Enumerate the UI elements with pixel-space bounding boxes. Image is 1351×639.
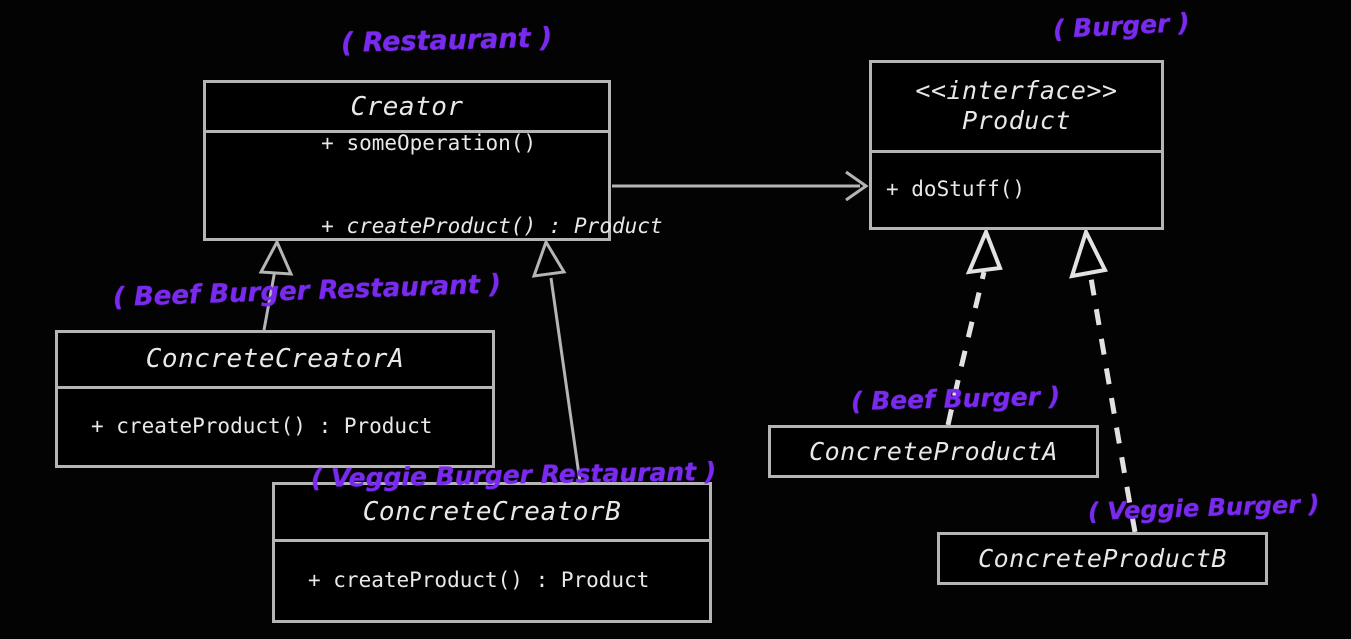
class-members-concrete-creator-a: + createProduct() : Product xyxy=(58,389,492,465)
member-signature: someOperation() xyxy=(346,131,537,156)
class-members-product: + doStuff() xyxy=(872,153,1161,227)
member-visibility: + xyxy=(321,131,347,156)
member-row: + doStuff() xyxy=(886,177,1026,202)
class-name-creator: Creator xyxy=(206,83,608,130)
annotation-creator: ( Restaurant ) xyxy=(340,22,553,59)
divider xyxy=(206,130,608,133)
class-title-concrete-creator-b: ConcreteCreatorB xyxy=(362,496,622,527)
member-row: + createProduct() : Product xyxy=(308,567,650,592)
class-box-creator[interactable]: Creator + someOperation() + createProduc… xyxy=(203,80,663,241)
class-name-product: <<interface>> Product xyxy=(872,63,1161,150)
class-box-concrete-creator-a[interactable]: ConcreteCreatorA + createProduct() : Pro… xyxy=(55,330,495,468)
member-row: + createProduct() : Product xyxy=(91,413,433,438)
class-box-concrete-creator-b[interactable]: ConcreteCreatorB + createProduct() : Pro… xyxy=(272,482,712,623)
member-visibility: + xyxy=(321,214,347,239)
divider xyxy=(275,538,709,542)
class-title-concrete-product-a: ConcreteProductA xyxy=(809,437,1058,466)
annotation-product: ( Burger ) xyxy=(1052,7,1191,44)
class-members-concrete-creator-b: + createProduct() : Product xyxy=(275,542,709,620)
class-members-creator: + someOperation() + createProduct() : Pr… xyxy=(206,131,662,238)
class-title-concrete-creator-a: ConcreteCreatorA xyxy=(145,344,405,375)
class-name-concrete-product-b: ConcreteProductB xyxy=(940,535,1265,582)
member-row: + createProduct() : Product xyxy=(220,186,662,269)
stereotype-interface: <<interface>> xyxy=(915,76,1118,106)
class-title-concrete-product-b: ConcreteProductB xyxy=(978,544,1227,573)
member-row: + someOperation() xyxy=(220,102,608,185)
class-name-concrete-creator-a: ConcreteCreatorA xyxy=(58,333,492,386)
generalization-ccB-creator xyxy=(531,238,582,483)
class-box-product[interactable]: <<interface>> Product + doStuff() xyxy=(869,60,1164,230)
divider xyxy=(58,385,492,389)
annotation-concrete-product-a: ( Beef Burger ) xyxy=(850,381,1061,416)
class-box-concrete-product-b[interactable]: ConcreteProductB xyxy=(937,532,1268,585)
annotation-concrete-creator-a: ( Beef Burger Restaurant ) xyxy=(112,269,502,313)
class-title-product: Product xyxy=(962,106,1071,136)
member-signature: createProduct() : Product xyxy=(346,214,663,239)
realization-cpB-product xyxy=(1069,226,1138,533)
association-creator-product xyxy=(612,170,869,202)
class-title-creator: Creator xyxy=(350,91,464,122)
annotation-concrete-product-b: ( Veggie Burger ) xyxy=(1087,489,1320,526)
class-name-concrete-product-a: ConcreteProductA xyxy=(771,428,1096,475)
class-box-concrete-product-a[interactable]: ConcreteProductA xyxy=(768,425,1099,478)
class-name-concrete-creator-b: ConcreteCreatorB xyxy=(275,485,709,539)
divider xyxy=(872,149,1161,153)
